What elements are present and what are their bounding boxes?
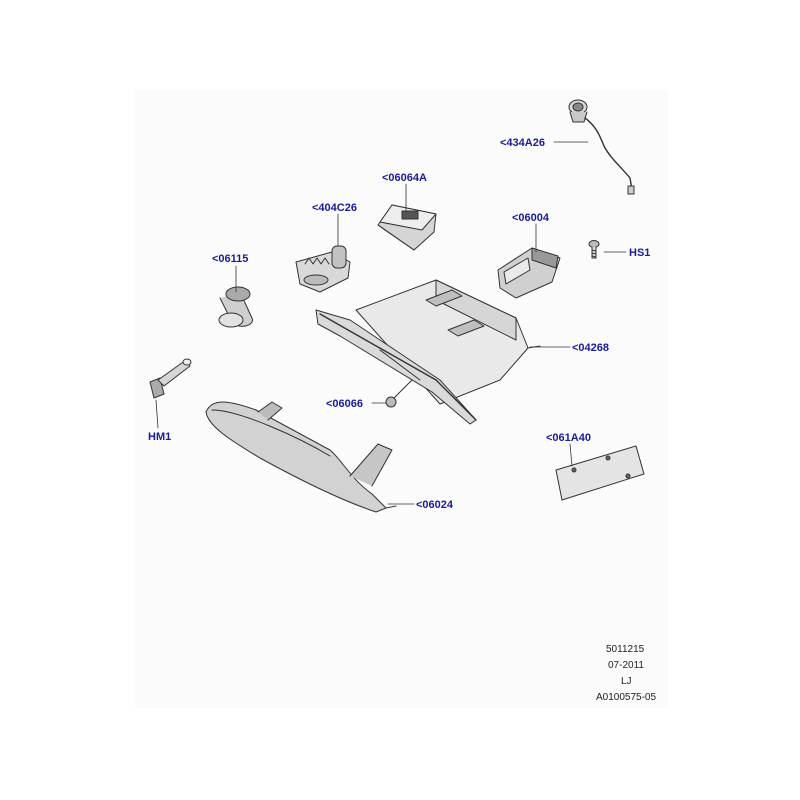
screw-part <box>588 240 600 259</box>
bracket-plate-part <box>555 445 645 501</box>
callout-404C26[interactable]: <404C26 <box>312 202 357 214</box>
leader-lines <box>155 141 627 505</box>
switch-part <box>377 204 437 251</box>
drawing-initials: LJ <box>621 676 632 687</box>
drawing-number: 5011215 <box>606 644 645 655</box>
callout-06066[interactable]: <06066 <box>326 398 364 410</box>
diagram-panel <box>135 90 668 708</box>
callout-06024[interactable]: <06024 <box>416 499 454 511</box>
lock-actuator-part <box>295 245 351 293</box>
drawing-date: 07-2011 <box>608 660 644 671</box>
callout-061A40[interactable]: <061A40 <box>546 432 591 444</box>
glovebox-housing-part <box>315 279 541 425</box>
callout-04268[interactable]: <04268 <box>572 342 610 354</box>
lighter-socket-part <box>568 99 635 195</box>
callout-06064A[interactable]: <06064A <box>382 172 427 184</box>
callout-HS1[interactable]: HS1 <box>629 247 651 259</box>
key-part <box>149 358 192 399</box>
callout-434A26[interactable]: <434A26 <box>500 137 545 149</box>
callout-06115[interactable]: <06115 <box>212 253 249 265</box>
callout-06004[interactable]: <06004 <box>512 212 550 224</box>
switch-module-part <box>497 247 561 299</box>
callout-HM1[interactable]: HM1 <box>148 431 172 443</box>
damper-part <box>385 379 413 408</box>
glovebox-lid-part <box>205 401 397 513</box>
cylinder-part <box>218 286 254 328</box>
drawing-reference: A0100575-05 <box>596 692 657 703</box>
